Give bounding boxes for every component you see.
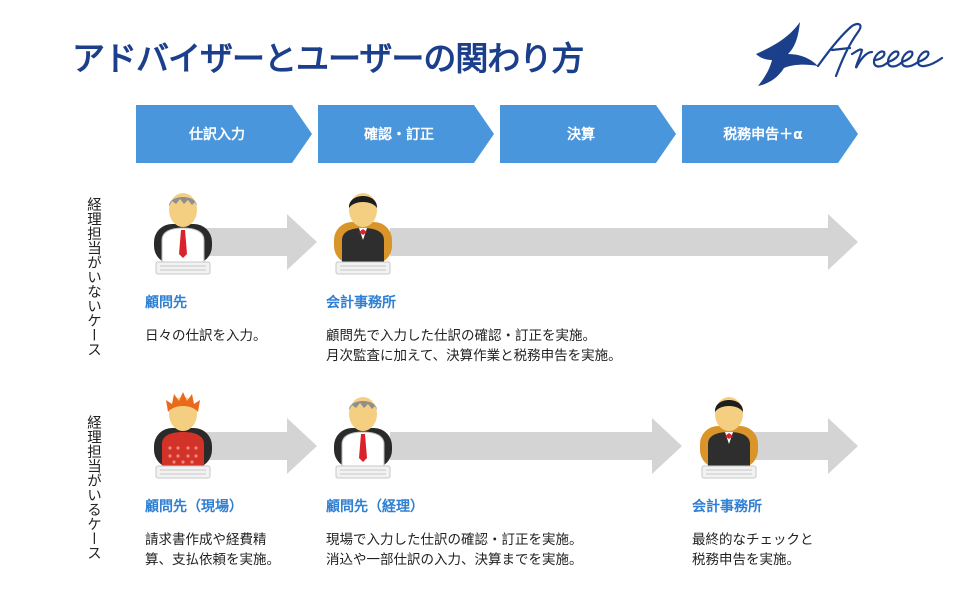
role-client-desc: 日々の仕訳を入力。 — [145, 328, 267, 344]
role-client: 顧問先 — [145, 295, 187, 311]
role-client-field: 顧問先（現場） — [145, 499, 243, 515]
stage-kessan: 決算 — [500, 105, 676, 163]
page-title: アドバイザーとユーザーの関わり方 — [72, 39, 584, 78]
client-person-icon — [334, 397, 392, 479]
flow-arrow — [205, 418, 317, 474]
case-with-staff-label: 経理担当がいるケース — [85, 415, 101, 560]
stage-zeimu: 税務申告＋α — [682, 105, 858, 163]
stage-shiwake: 仕訳入力 — [136, 105, 312, 163]
role-accountant: 会計事務所 — [326, 295, 396, 311]
accountant-person-icon — [700, 397, 758, 479]
stage-kakunin: 確認・訂正 — [318, 105, 494, 163]
client-person-icon — [154, 193, 212, 275]
case-no-staff-label: 経理担当がいないケース — [85, 197, 101, 357]
staff-person-icon — [154, 392, 212, 479]
flow-arrow — [390, 214, 858, 270]
freee-swallow-logo-icon — [756, 22, 944, 86]
role-accountant: 会計事務所 — [692, 499, 762, 515]
role-client-field-desc: 請求書作成や経費精 算、支払依頼を実施。 — [145, 532, 280, 568]
flow-arrow — [205, 214, 317, 270]
role-accountant-desc: 顧問先で入力した仕訳の確認・訂正を実施。 月次監査に加えて、決算作業と税務申告を… — [326, 328, 622, 364]
flow-arrow — [752, 418, 858, 474]
role-client-accounting: 顧問先（経理） — [326, 499, 424, 515]
role-accountant-desc: 最終的なチェックと 税務申告を実施。 — [692, 532, 814, 568]
role-client-accounting-desc: 現場で入力した仕訳の確認・訂正を実施。 消込や一部仕訳の入力、決算までを実施。 — [326, 532, 583, 568]
accountant-person-icon — [334, 193, 392, 275]
flow-arrow — [390, 418, 682, 474]
